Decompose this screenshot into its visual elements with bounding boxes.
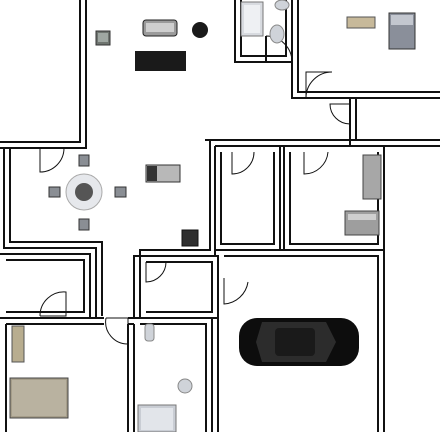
- sink-icon: [274, 0, 290, 11]
- toilet-icon: [144, 323, 155, 342]
- cabinet-icon: [181, 229, 199, 247]
- chair-icon: [114, 186, 127, 198]
- tv-unit-icon: [135, 51, 186, 71]
- chair-icon: [78, 218, 90, 231]
- door-small-hall: [145, 261, 167, 283]
- door-corridor: [329, 103, 351, 125]
- bedroom-bottom-furniture: [9, 325, 69, 419]
- toilet-icon: [269, 24, 285, 44]
- round-table-icon: [192, 22, 208, 38]
- door-dining: [39, 147, 65, 173]
- car-icon: [239, 318, 359, 366]
- bathroom-bottom-fixtures: [137, 323, 193, 432]
- door-garage: [223, 278, 249, 305]
- doors: [39, 35, 351, 345]
- door-bedroom-top: [305, 71, 333, 99]
- door-utility: [231, 151, 255, 175]
- chair-icon: [78, 154, 90, 167]
- door-bedroom-bottom: [105, 317, 129, 345]
- wardrobe-icon: [11, 325, 25, 363]
- chair-icon: [48, 186, 61, 198]
- door-office: [303, 151, 329, 175]
- door-closet: [39, 291, 67, 317]
- shelf-icon: [362, 154, 382, 200]
- dining-room-furniture: [48, 154, 199, 247]
- office-furniture: [344, 154, 382, 236]
- desk-icon: [346, 16, 376, 29]
- bathroom-top-fixtures: [240, 0, 290, 44]
- living-room-furniture: [95, 19, 208, 71]
- sink-icon: [177, 378, 193, 394]
- bedroom-top-furniture: [346, 12, 416, 50]
